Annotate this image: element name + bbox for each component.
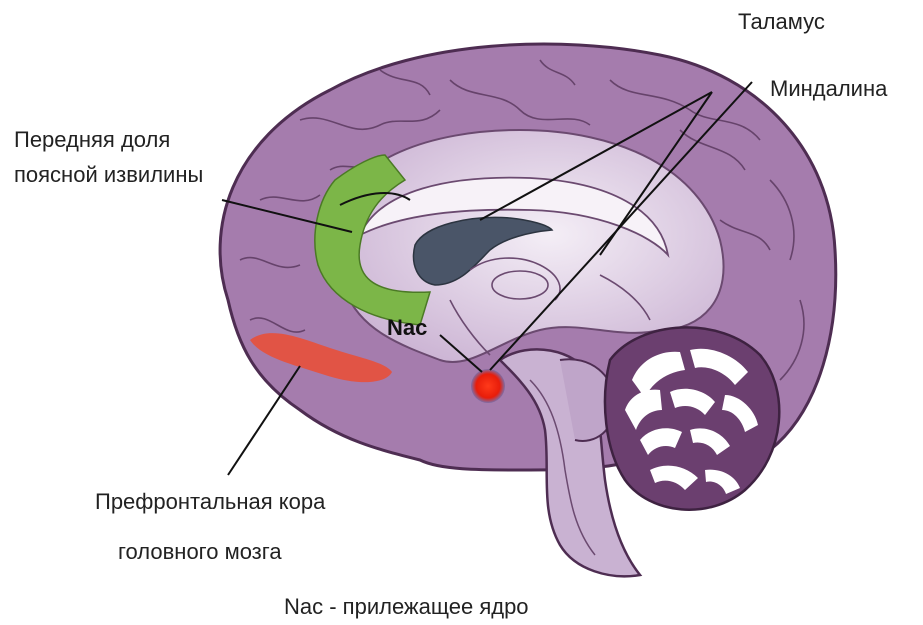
label-thalamus: Таламус <box>738 8 825 37</box>
label-pfc-line1: Префронтальная кора <box>95 488 325 517</box>
label-pfc-line2: головного мозга <box>118 538 282 567</box>
label-amygdala: Миндалина <box>770 75 887 104</box>
nac-nucleus <box>471 369 505 403</box>
label-acc-line1: Передняя доля <box>14 126 170 155</box>
caption: Nac - прилежащее ядро <box>284 593 529 622</box>
label-acc-line2: поясной извилины <box>14 161 203 190</box>
label-nac: Nac <box>387 314 427 343</box>
leader-line-pfc <box>228 366 300 475</box>
